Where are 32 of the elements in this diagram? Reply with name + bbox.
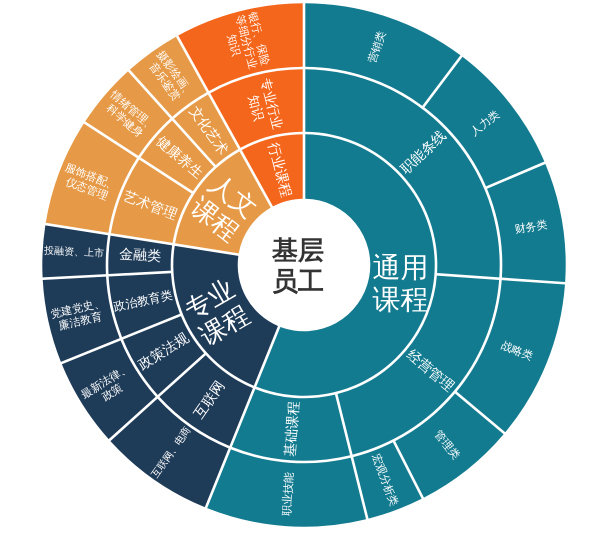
sunburst-segment (487, 163, 566, 282)
segment-label: 战略类 (499, 338, 536, 364)
segment-label: 职能条线 (398, 128, 450, 178)
segment-label: 党建党史、廉洁教育 (49, 296, 108, 334)
segment-label: 职业技能 (280, 472, 296, 517)
segment-label: 人力类 (468, 108, 502, 139)
segment-label: 政治教育类 (112, 287, 174, 314)
segment-label: 互联网 (190, 378, 229, 422)
sunburst-segment (305, 3, 461, 106)
segment-label: 政策法规 (136, 330, 193, 374)
segment-label: 专业行业知识 (244, 76, 285, 133)
segment-label: 银行、保险等细分行业知识 (224, 10, 273, 73)
segment-label: 服饰搭配、仪态管理 (62, 160, 120, 205)
sunburst-segment (353, 442, 422, 519)
segment-label: 互联网、电商 (150, 425, 194, 482)
segment-label: 金融类 (118, 246, 162, 266)
category-label: 行业课程 (264, 140, 294, 199)
segment-label: 艺术管理 (121, 188, 180, 224)
segment-label: 财务类 (513, 218, 548, 236)
segment-label: 投融资、上市 (44, 245, 105, 261)
category-label: 通用课程 (372, 252, 430, 316)
segment-label: 经营管理 (403, 346, 457, 396)
segment-label: 最新法律、政策 (78, 360, 134, 406)
sunburst-segment (231, 389, 351, 461)
segment-label: 宏观分析类 (368, 452, 400, 508)
segment-label: 营销类 (365, 29, 388, 65)
center-label: 基层员工 (272, 236, 324, 298)
sunburst-segment (42, 225, 108, 278)
sunburst-segment (456, 280, 565, 433)
sunburst-segment (108, 235, 173, 274)
segment-label: 管理类 (432, 428, 463, 462)
segment-label: 基础课程 (282, 400, 303, 458)
